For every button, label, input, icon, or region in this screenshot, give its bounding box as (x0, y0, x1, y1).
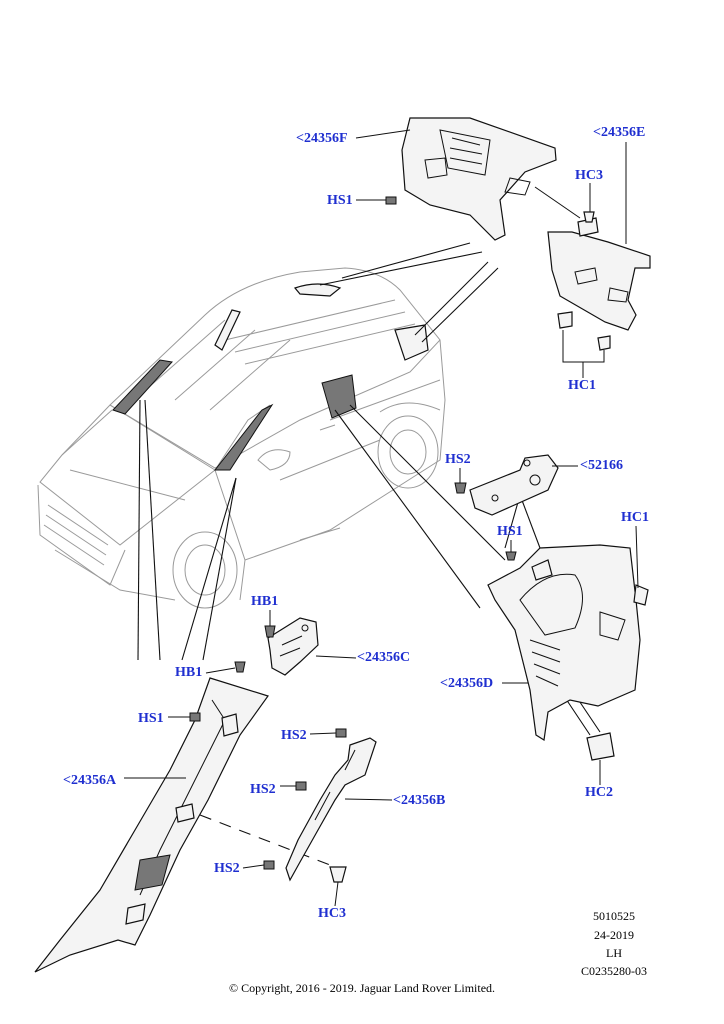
callout-24356E[interactable]: <24356E (593, 125, 646, 140)
callout-hs2-b2[interactable]: HS2 (250, 782, 276, 797)
callout-hb1-lower[interactable]: HB1 (175, 665, 203, 680)
part-24356D (487, 544, 649, 741)
callout-hs2-b1[interactable]: HS2 (281, 728, 307, 743)
callout-hc2[interactable]: HC2 (585, 785, 613, 800)
callout-24356C[interactable]: <24356C (357, 650, 411, 665)
part-52166 (469, 454, 559, 516)
callout-hs1-mid[interactable]: HS1 (497, 524, 523, 539)
copyright-notice: © Copyright, 2016 - 2019. Jaguar Land Ro… (228, 981, 496, 995)
part-24356F (401, 117, 557, 241)
callout-hs2-mid[interactable]: HS2 (445, 452, 471, 467)
guide-lines (137, 242, 601, 866)
callout-hs1-top[interactable]: HS1 (327, 193, 353, 208)
callout-hs2-b3[interactable]: HS2 (214, 861, 240, 876)
callout-24356F[interactable]: <24356F (296, 131, 348, 146)
part-24356E (534, 186, 651, 331)
illustration-date: 24-2019 (594, 928, 634, 942)
callout-hs1-left[interactable]: HS1 (138, 711, 164, 726)
part-24356A (34, 677, 269, 973)
callout-24356A[interactable]: <24356A (63, 773, 117, 788)
part-24356B (285, 737, 377, 882)
hc1-clips-upper (557, 311, 611, 351)
callout-hb1-upper[interactable]: HB1 (251, 594, 279, 609)
illustration-code: 5010525 (593, 909, 635, 923)
illustration-side: LH (606, 946, 622, 960)
callout-hc3-top[interactable]: HC3 (575, 168, 603, 183)
callout-24356B[interactable]: <24356B (393, 793, 446, 808)
part-24356C (267, 617, 319, 676)
hc2-clip (586, 732, 615, 761)
vehicle-outline (37, 267, 446, 609)
callout-hc3-bottom[interactable]: HC3 (318, 906, 346, 921)
callout-52166[interactable]: <52166 (580, 458, 623, 473)
callout-hc1-mid[interactable]: HC1 (621, 510, 649, 525)
leader-lines (124, 129, 639, 907)
illustration-ref: C0235280-03 (581, 964, 647, 978)
callout-24356D[interactable]: <24356D (440, 676, 494, 691)
callout-hc1-right[interactable]: HC1 (568, 378, 596, 393)
vehicle-trim-highlights (112, 283, 429, 471)
fasteners (189, 196, 595, 883)
